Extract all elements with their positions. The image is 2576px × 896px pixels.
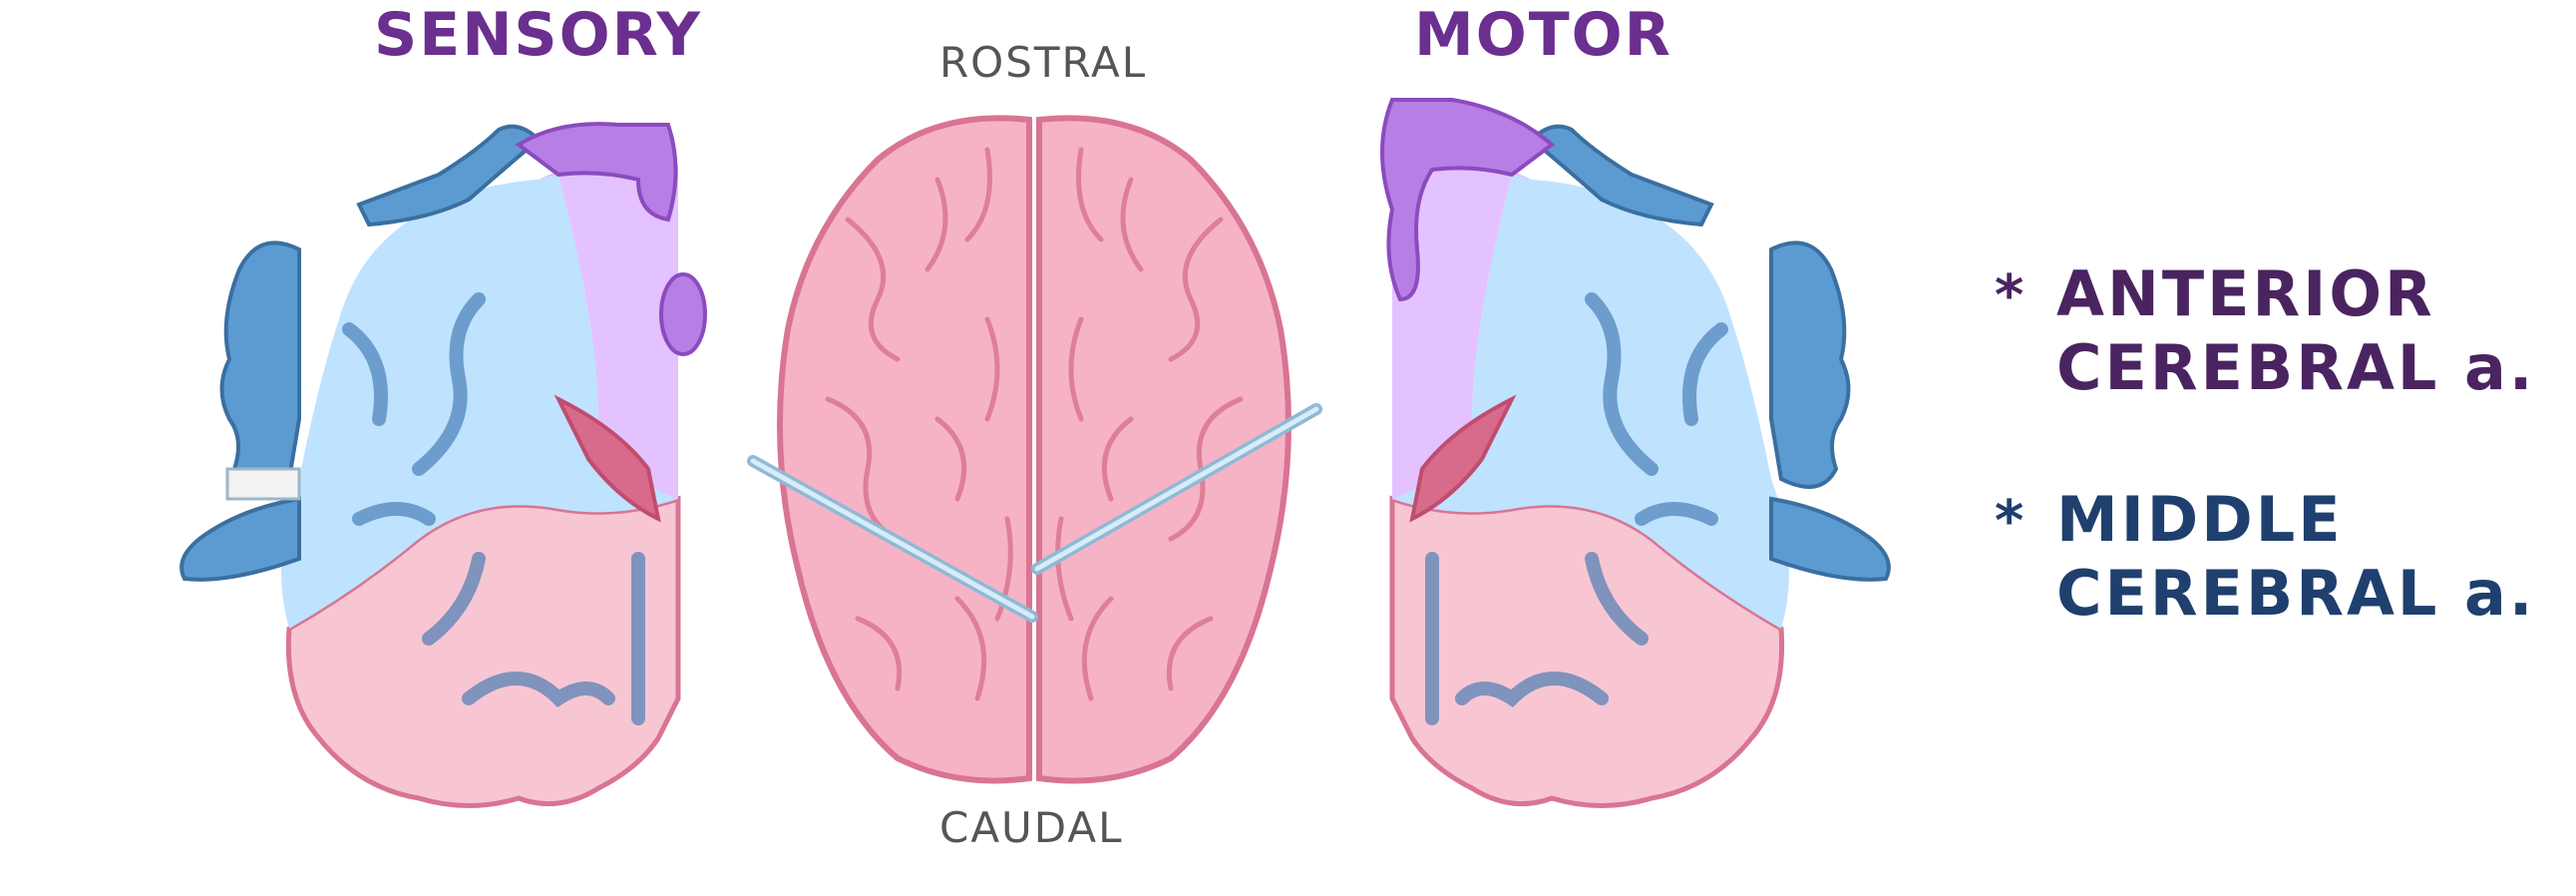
legend-middle-text: MIDDLE CEREBRAL a.: [2056, 483, 2535, 631]
legend-anterior-text: ANTERIOR CEREBRAL a.: [2056, 257, 2535, 405]
brain-central-sulcus-right-core: [1034, 406, 1319, 572]
legend-middle-line2: CEREBRAL a.: [2056, 557, 2536, 630]
motor-title: MOTOR: [1414, 0, 1672, 70]
sensory-homunculus-genitals: [659, 272, 707, 356]
motor-homunculus-arm: [1529, 124, 1714, 227]
motor-ventricle: [1409, 394, 1517, 523]
asterisk-icon: *: [1995, 489, 2024, 554]
sensory-homunculus-tongue: [180, 496, 301, 582]
sensory-homunculus-leg: [515, 122, 678, 223]
brain-left-hemisphere: [777, 115, 1032, 784]
sensory-homunculus-teeth: [225, 467, 301, 501]
motor-sulci: [1425, 292, 1728, 725]
motor-anterior-territory: [1392, 160, 1532, 499]
sensory-ventricle: [553, 394, 661, 523]
legend-anterior-line2: CEREBRAL a.: [2056, 331, 2536, 404]
sensory-homunculus-arm: [356, 124, 542, 227]
brain-right-hemisphere: [1036, 115, 1291, 784]
sensory-anterior-territory: [539, 160, 678, 499]
brain-top-view-icon: [747, 115, 1322, 784]
motor-section-icon: [1380, 98, 1891, 808]
sensory-posterior-territory: [285, 495, 681, 808]
motor-homunculus-face: [1769, 240, 1851, 489]
sensory-homunculus-face: [219, 240, 301, 489]
sensory-title: SENSORY: [374, 0, 702, 70]
caudal-label: CAUDAL: [939, 803, 1124, 852]
motor-posterior-territory: [1389, 495, 1785, 808]
motor-homunculus-tongue: [1769, 496, 1891, 582]
asterisk-icon: *: [1995, 263, 2024, 328]
motor-homunculus-leg: [1380, 98, 1556, 302]
legend-middle-line1: MIDDLE: [2056, 483, 2344, 556]
legend-anterior-line1: ANTERIOR: [2056, 257, 2435, 330]
sensory-section-icon: [180, 122, 707, 808]
rostral-label: ROSTRAL: [939, 38, 1148, 87]
sensory-sulci: [342, 292, 645, 725]
brain-central-sulcus-left-core: [750, 458, 1035, 620]
